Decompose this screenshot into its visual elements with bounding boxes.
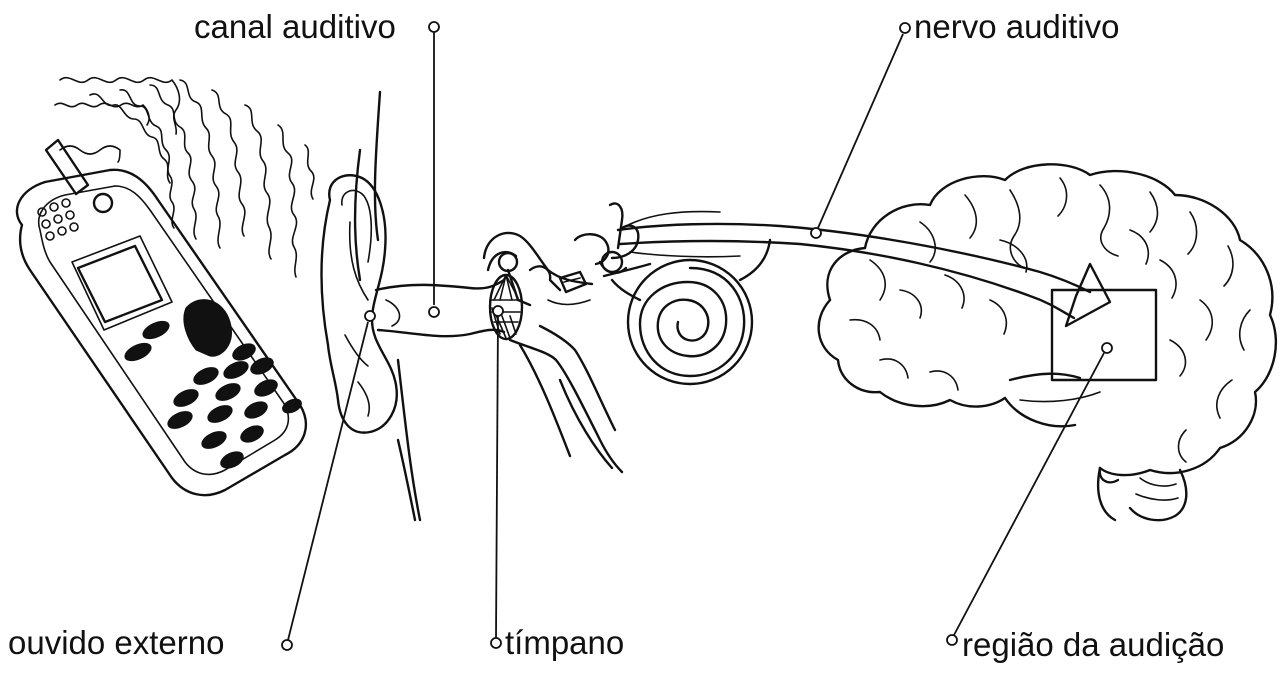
canal-auditivo-marker-top	[429, 22, 439, 32]
inner-ear-illustration	[575, 203, 770, 384]
mobile-phone-illustration	[17, 140, 306, 495]
label-regiao-audicao: região da audição	[962, 628, 1224, 661]
middle-ear-illustration	[484, 233, 622, 472]
label-nervo-auditivo: nervo auditivo	[914, 10, 1119, 43]
sound-waves	[55, 78, 314, 277]
label-timpano: tímpano	[505, 626, 624, 659]
head-and-outer-ear-illustration	[322, 92, 421, 520]
timpano-marker	[493, 306, 503, 316]
timpano-marker-bottom	[491, 638, 501, 648]
label-ouvido-externo: ouvido externo	[8, 626, 224, 659]
brain-illustration	[819, 164, 1276, 520]
ouvido-externo-marker	[365, 311, 375, 321]
nervo-auditivo-marker	[811, 228, 821, 238]
label-leaders	[282, 22, 1112, 650]
regiao-audicao-marker-bottom	[947, 635, 957, 645]
canal-auditivo-marker	[429, 307, 439, 317]
label-canal-auditivo: canal auditivo	[194, 10, 396, 43]
ear-canal-illustration	[376, 280, 504, 336]
ouvido-externo-marker-bottom	[282, 640, 292, 650]
nervo-auditivo-marker-top	[900, 23, 910, 33]
regiao-audicao-marker	[1102, 343, 1112, 353]
